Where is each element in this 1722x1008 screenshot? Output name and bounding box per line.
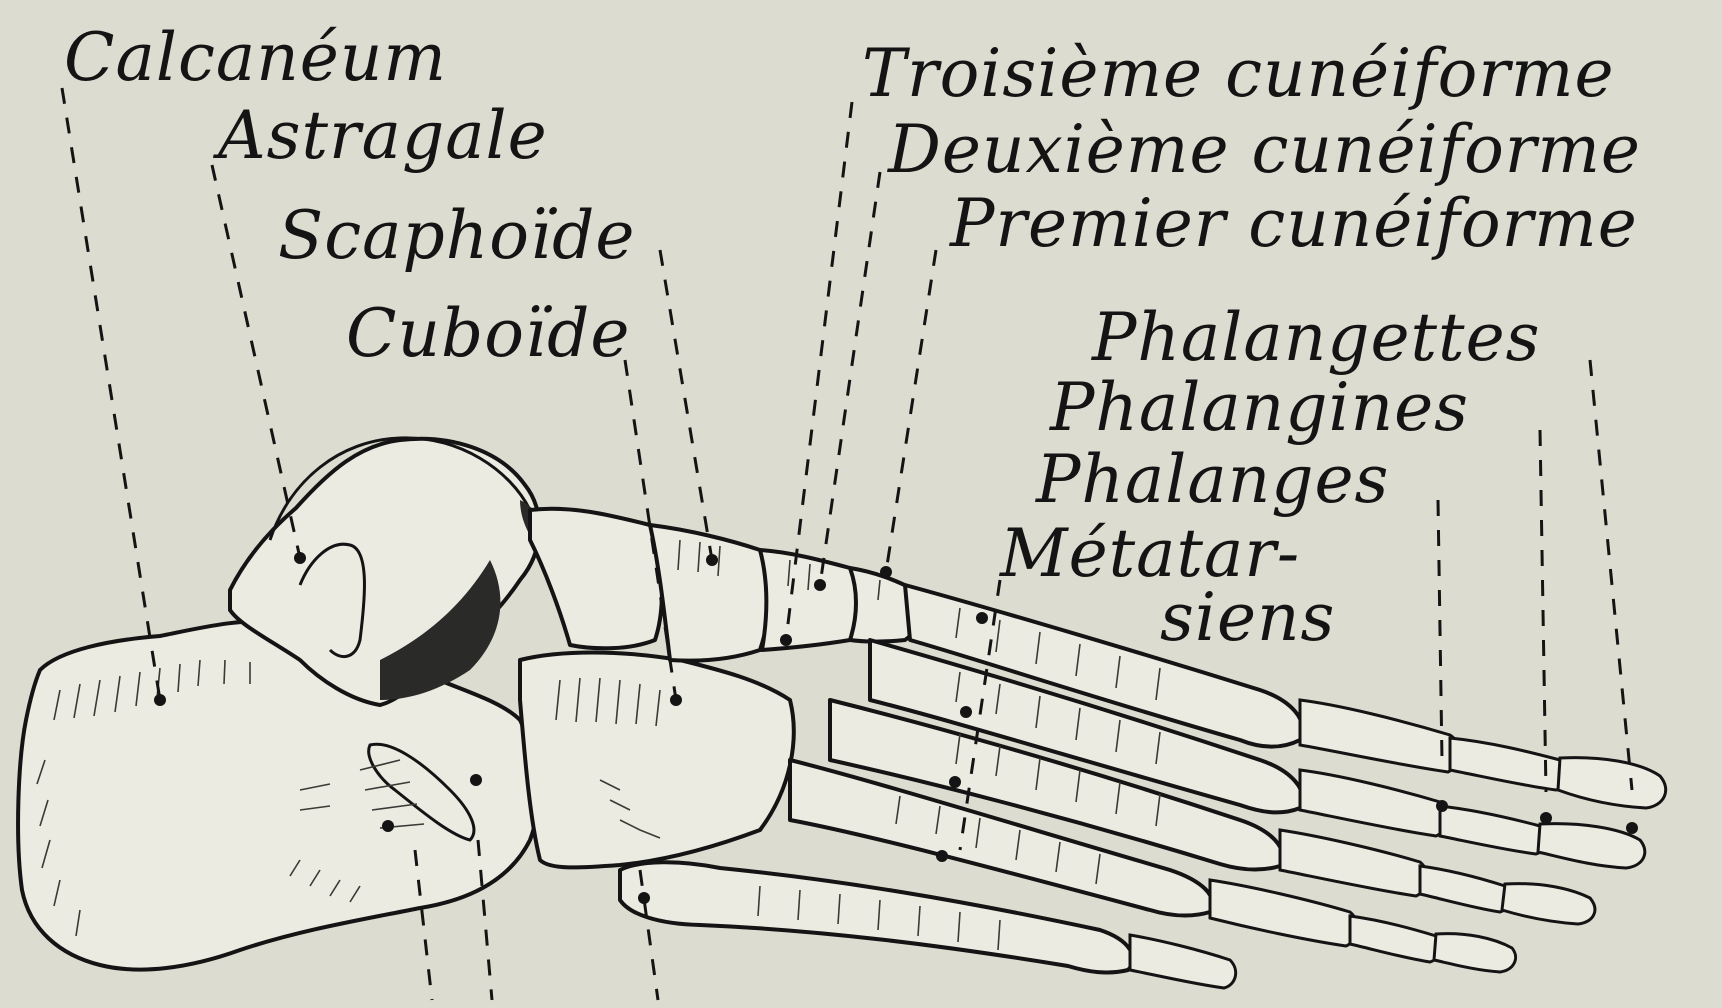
dot-premier-cuneiforme xyxy=(880,566,892,578)
leader-deuxieme-cuneiforme xyxy=(820,172,880,585)
dot-troisieme-cuneiforme xyxy=(780,634,792,646)
phalanx-middle-1 xyxy=(1450,738,1566,790)
dot-metatarsien-3 xyxy=(949,776,961,788)
phalanx-proximal-4 xyxy=(1210,880,1358,946)
leader-calcaneum xyxy=(62,88,160,700)
phalanx-proximal-1 xyxy=(1300,700,1460,772)
dot-deuxieme-cuneiforme xyxy=(814,579,826,591)
label-phalangines: Phalangines xyxy=(1049,369,1469,446)
dot-scaphoide xyxy=(706,554,718,566)
leader-scaphoide xyxy=(660,250,712,560)
leader-phalangettes xyxy=(1590,360,1632,790)
phalanx-distal-3 xyxy=(1502,884,1595,924)
dot-calcaneum xyxy=(154,694,166,706)
phalanx-distal-4 xyxy=(1434,934,1516,972)
label-astragale: Astragale xyxy=(212,97,548,174)
phalanx-proximal-5 xyxy=(1130,935,1236,988)
label-troisieme-cuneiforme: Troisième cunéiforme xyxy=(862,35,1615,112)
label-phalangettes: Phalangettes xyxy=(1091,299,1541,376)
dot-calcaneum-lower-1 xyxy=(382,820,394,832)
dot-metatarsien-4 xyxy=(936,850,948,862)
leader-phalanges xyxy=(1438,500,1442,760)
label-premier-cuneiforme: Premier cunéiforme xyxy=(949,185,1638,262)
dot-metatarsien-1 xyxy=(976,612,988,624)
leader-premier-cuneiforme xyxy=(886,250,936,572)
phalanx-middle-2 xyxy=(1440,806,1546,854)
cuboide-bone xyxy=(520,653,794,868)
dot-metatarsien-2 xyxy=(960,706,972,718)
label-calcaneum: Calcanéum xyxy=(64,19,447,96)
label-metatarsiens-line2: siens xyxy=(1160,579,1335,656)
phalanx-proximal-2 xyxy=(1300,770,1448,836)
label-cuboide: Cuboïde xyxy=(346,295,630,372)
dot-cuboide xyxy=(670,694,682,706)
label-scaphoide: Scaphoïde xyxy=(278,197,635,274)
label-phalanges: Phalanges xyxy=(1035,441,1389,518)
dot-metatarsien-5 xyxy=(638,892,650,904)
phalanx-middle-3 xyxy=(1420,866,1511,912)
phalanx-distal-1 xyxy=(1558,758,1666,808)
dot-phalangettes xyxy=(1626,822,1638,834)
phalanx-proximal-3 xyxy=(1280,830,1428,896)
dot-astragale xyxy=(294,552,306,564)
phalanx-middle-4 xyxy=(1350,916,1441,962)
dot-phalanges xyxy=(1436,800,1448,812)
label-deuxieme-cuneiforme: Deuxième cunéiforme xyxy=(887,111,1641,188)
dot-phalangines xyxy=(1540,812,1552,824)
leader-phalangines xyxy=(1540,430,1546,792)
foot-bones xyxy=(18,438,1666,988)
dot-calcaneum-lower-2 xyxy=(470,774,482,786)
scaphoide-bone xyxy=(530,509,662,649)
